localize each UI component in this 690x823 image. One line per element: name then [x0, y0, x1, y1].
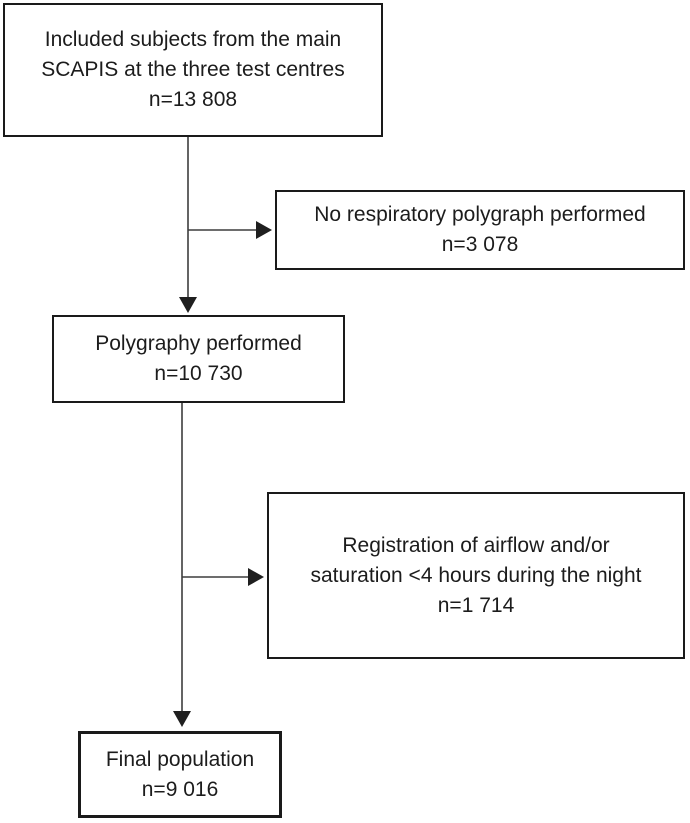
node-count-line: n=13 808 — [148, 88, 238, 111]
node-final-population: Final population n=9 016 — [78, 731, 282, 818]
node-count-line: n=9 016 — [141, 777, 219, 801]
node-text-line: SCAPIS at the three test centres — [41, 58, 345, 81]
node-text-line: saturation <4 hours during the night — [310, 563, 642, 587]
arrow-down-included-to-polygraphy — [179, 137, 197, 313]
node-text-line: Polygraphy performed — [95, 332, 302, 355]
node-included-subjects: Included subjects from the main SCAPIS a… — [3, 3, 383, 137]
node-count-line: n=1 714 — [437, 593, 515, 617]
node-short-registration: Registration of airflow and/or saturatio… — [267, 492, 685, 659]
node-text-line: Final population — [105, 747, 255, 771]
arrowhead-right-icon — [248, 568, 264, 586]
arrow-right-polygraphy-to-registration — [182, 568, 264, 586]
arrow-down-polygraphy-to-final — [173, 403, 191, 727]
node-text-line: No respiratory polygraph performed — [314, 203, 646, 226]
node-no-polygraph: No respiratory polygraph performed n=3 0… — [275, 190, 685, 270]
arrowhead-down-icon — [179, 297, 197, 313]
node-text-line: Included subjects from the main — [44, 28, 342, 51]
node-text-line: Registration of airflow and/or — [342, 533, 610, 557]
node-count-line: n=3 078 — [441, 233, 519, 256]
node-count-line: n=10 730 — [154, 362, 243, 385]
arrow-right-included-to-no-polygraph — [188, 221, 272, 239]
node-polygraphy-performed: Polygraphy performed n=10 730 — [52, 315, 345, 403]
arrowhead-right-icon — [256, 221, 272, 239]
arrowhead-down-icon — [173, 711, 191, 727]
